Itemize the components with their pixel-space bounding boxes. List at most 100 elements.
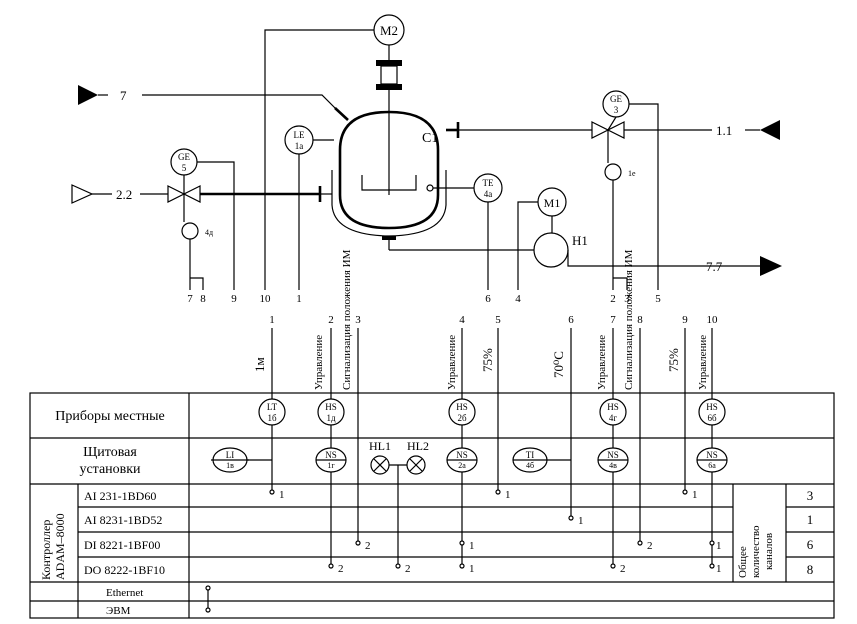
svg-text:DI 8221-1BF00: DI 8221-1BF00: [84, 538, 160, 552]
process-scheme: M2 C1 7 2.2: [71, 14, 782, 305]
svg-text:GE: GE: [178, 152, 190, 162]
svg-text:Управление: Управление: [313, 335, 325, 390]
svg-text:1: 1: [296, 293, 302, 305]
svg-text:2: 2: [328, 314, 334, 326]
svg-text:каналов: каналов: [763, 533, 775, 570]
svg-text:ЭВМ: ЭВМ: [106, 605, 131, 617]
svg-text:6а: 6а: [708, 461, 716, 470]
svg-text:70⁰С: 70⁰С: [551, 351, 566, 378]
svg-text:TE: TE: [483, 178, 494, 188]
stream-7-7-label: 7.7: [706, 259, 723, 274]
svg-text:9: 9: [682, 314, 688, 326]
svg-text:8: 8: [637, 314, 643, 326]
svg-text:8: 8: [807, 562, 814, 577]
svg-text:3: 3: [614, 105, 619, 115]
svg-text:1: 1: [469, 540, 475, 552]
svg-text:1: 1: [692, 489, 698, 501]
svg-text:9: 9: [231, 293, 237, 305]
svg-text:M1: M1: [544, 196, 561, 210]
svg-text:Сигнализация положения ИМ: Сигнализация положения ИМ: [341, 249, 353, 390]
svg-text:1г: 1г: [327, 461, 335, 470]
svg-text:1: 1: [716, 563, 722, 575]
svg-text:LI: LI: [226, 450, 235, 460]
svg-text:Ethernet: Ethernet: [106, 587, 143, 599]
arrow-stream-2-2: [71, 184, 94, 204]
svg-text:Управление: Управление: [446, 335, 458, 390]
svg-text:4а: 4а: [484, 189, 493, 199]
stream-2-2-label: 2.2: [116, 187, 132, 202]
svg-text:5: 5: [182, 163, 187, 173]
svg-text:1в: 1в: [226, 461, 234, 470]
svg-text:NS: NS: [456, 450, 468, 460]
svg-text:3: 3: [355, 314, 361, 326]
svg-text:1д: 1д: [326, 413, 336, 423]
svg-text:Сигнализация положения ИМ: Сигнализация положения ИМ: [623, 249, 635, 390]
svg-text:4: 4: [515, 293, 521, 305]
svg-text:6: 6: [485, 293, 491, 305]
svg-text:1: 1: [469, 563, 475, 575]
svg-text:75%: 75%: [480, 348, 495, 372]
svg-text:5: 5: [655, 293, 661, 305]
instrument-table: Приборы местные Щитовая установки Контро…: [29, 328, 835, 619]
svg-text:AI 8231-1BD52: AI 8231-1BD52: [84, 513, 162, 527]
lamp-hl1: [370, 455, 390, 475]
svg-text:NS: NS: [607, 450, 619, 460]
svg-text:3: 3: [624, 293, 630, 305]
svg-text:7: 7: [187, 293, 193, 305]
svg-text:DO 8222-1BF10: DO 8222-1BF10: [84, 563, 165, 577]
svg-text:установки: установки: [79, 462, 141, 477]
svg-text:2а: 2а: [458, 461, 466, 470]
vessel-c1: C1: [331, 110, 447, 250]
svg-text:HS: HS: [456, 402, 468, 412]
svg-text:HS: HS: [607, 402, 619, 412]
arrow-stream-7-7: [760, 256, 782, 276]
row-local-label: Приборы местные: [55, 409, 165, 424]
signal-labels: 1 2 3 4 5 6 7 8 9 10 1м Управление Сигна…: [252, 249, 718, 390]
svg-text:1е: 1е: [628, 169, 636, 178]
svg-text:2: 2: [620, 563, 626, 575]
svg-text:4в: 4в: [609, 461, 617, 470]
svg-text:75%: 75%: [666, 348, 681, 372]
svg-text:2: 2: [647, 540, 653, 552]
svg-text:4: 4: [459, 314, 465, 326]
svg-text:LE: LE: [294, 130, 305, 140]
svg-text:1: 1: [716, 540, 722, 552]
svg-text:H1: H1: [572, 233, 588, 248]
svg-text:2б: 2б: [457, 413, 467, 423]
arrow-stream-7: [78, 85, 98, 105]
svg-text:3: 3: [807, 488, 814, 503]
svg-text:6: 6: [568, 314, 574, 326]
svg-text:10: 10: [260, 293, 272, 305]
svg-text:10: 10: [707, 314, 719, 326]
svg-text:4г: 4г: [609, 413, 618, 423]
stream-7-label: 7: [120, 88, 127, 103]
svg-text:HS: HS: [325, 402, 337, 412]
svg-text:количество: количество: [750, 525, 762, 578]
stream-1-1-label: 1.1: [716, 123, 732, 138]
svg-text:1: 1: [807, 512, 814, 527]
coupling-top: [376, 60, 402, 66]
svg-text:LT: LT: [267, 402, 278, 412]
svg-text:AI 231-1BD60: AI 231-1BD60: [84, 489, 156, 503]
svg-text:TI: TI: [526, 450, 535, 460]
svg-text:7: 7: [610, 314, 616, 326]
svg-text:NS: NS: [706, 450, 718, 460]
pump-h1: [533, 232, 569, 268]
svg-text:2: 2: [365, 540, 371, 552]
svg-text:1: 1: [505, 489, 511, 501]
svg-text:6б: 6б: [707, 413, 717, 423]
svg-text:Щитовая: Щитовая: [83, 445, 137, 460]
svg-text:1м: 1м: [252, 357, 267, 372]
coupling-bottom: [376, 84, 402, 90]
lamp-hl2: [406, 455, 426, 475]
arrow-stream-1-1: [760, 120, 780, 140]
svg-text:HS: HS: [706, 402, 718, 412]
svg-text:6: 6: [807, 537, 814, 552]
svg-text:GE: GE: [610, 94, 622, 104]
svg-text:2: 2: [338, 563, 344, 575]
svg-text:1а: 1а: [295, 141, 304, 151]
svg-text:8: 8: [200, 293, 206, 305]
svg-text:1: 1: [578, 515, 584, 527]
svg-text:4д: 4д: [205, 228, 213, 237]
